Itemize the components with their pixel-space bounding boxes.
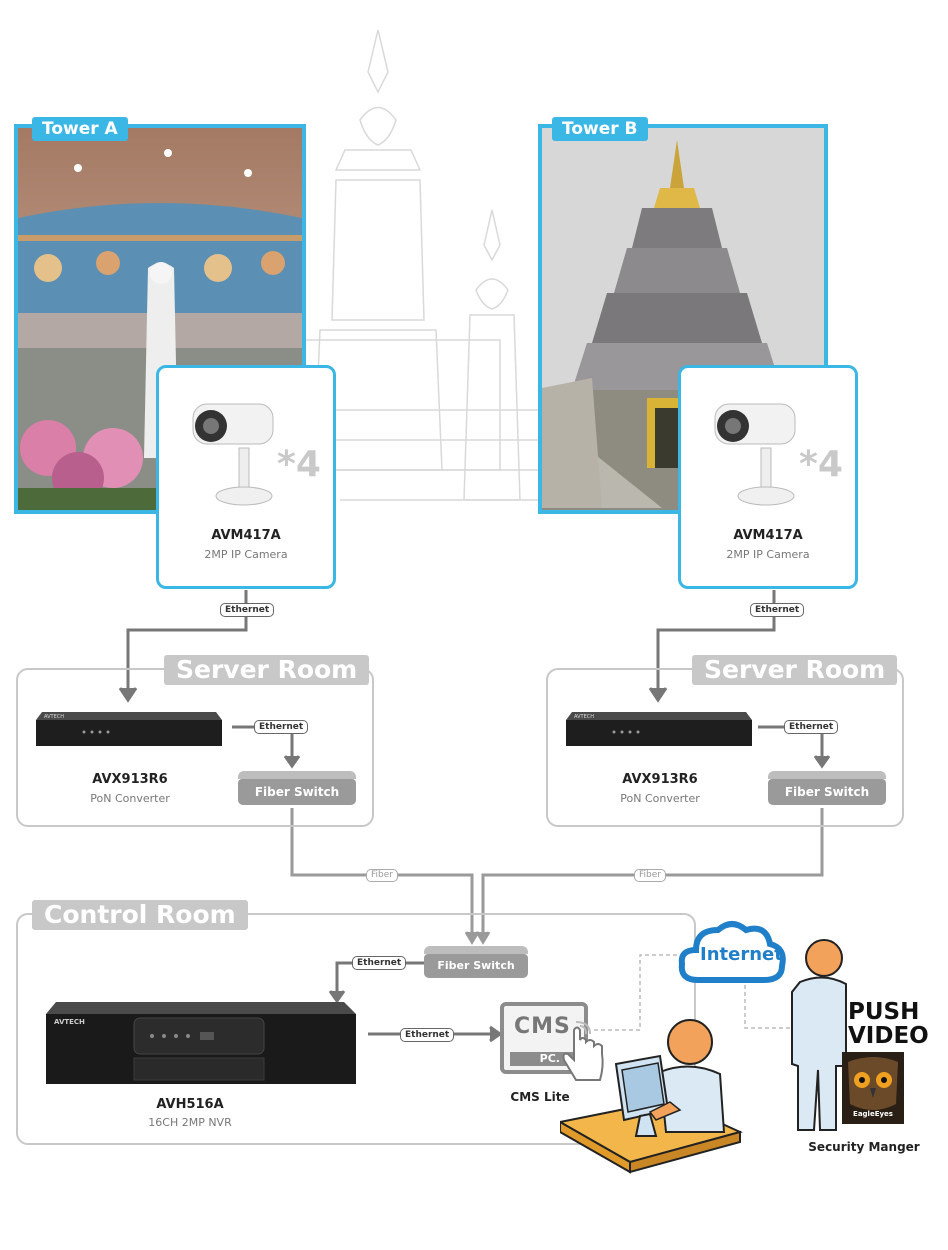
pon-converter-icon: AVTECH [36, 712, 222, 746]
camera-desc: 2MP IP Camera [204, 548, 288, 561]
fiber-switch-label: Fiber Switch [768, 779, 886, 805]
eagleeyes-label: EagleEyes [853, 1110, 893, 1118]
ip-camera-icon [192, 403, 274, 506]
owl-icon [842, 1052, 904, 1124]
ethernet-label: Ethernet [352, 956, 407, 970]
converter-model: AVX913R6 [92, 772, 168, 787]
cms-label: CMS Lite [510, 1090, 570, 1104]
nvr-icon: AVTECH [46, 1002, 356, 1084]
converter-model: AVX913R6 [622, 772, 698, 787]
internet-label: Internet [700, 944, 783, 965]
video-label: VIDEO [848, 1023, 929, 1049]
ethernet-label: Ethernet [750, 603, 805, 617]
camera-model: AVM417A [211, 528, 281, 543]
cloud-icon [678, 921, 786, 983]
converter-desc: PoN Converter [90, 792, 170, 805]
control-room-title: Control Room [32, 900, 248, 930]
ethernet-label: Ethernet [400, 1028, 455, 1042]
hand-cursor-icon [562, 1021, 604, 1081]
tower-b-tag: Tower B [552, 117, 648, 141]
camera-card-b[interactable]: *4 AVM417A 2MP IP Camera [678, 365, 858, 589]
fiber-switch-label: Fiber Switch [238, 779, 356, 805]
security-manager-label: Security Manger [808, 1140, 920, 1154]
camera-quantity: *4 [799, 444, 843, 485]
camera-card-a[interactable]: *4 AVM417A 2MP IP Camera [156, 365, 336, 589]
camera-desc: 2MP IP Camera [726, 548, 810, 561]
fiber-label: Fiber [634, 869, 666, 882]
security-manager-figure [791, 939, 847, 1131]
nvr-model: AVH516A [156, 1097, 224, 1112]
fiber-switch-label: Fiber Switch [424, 954, 528, 978]
fiber-switch-a[interactable]: Fiber Switch [238, 771, 356, 805]
converter-brand: AVTECH [44, 714, 64, 720]
ethernet-label: Ethernet [254, 720, 309, 734]
converter-brand: AVTECH [574, 714, 594, 720]
eagleeyes-app-image: EagleEyes [842, 1052, 904, 1124]
fiber-label: Fiber [366, 869, 398, 882]
fiber-switch-top [238, 771, 356, 779]
camera-quantity: *4 [277, 444, 321, 485]
fiber-switch-top [768, 771, 886, 779]
camera-model: AVM417A [733, 528, 803, 543]
push-label: PUSH [848, 999, 920, 1025]
fiber-switch-top [424, 946, 528, 954]
operator-illustration [560, 1019, 743, 1174]
fiber-switch-b[interactable]: Fiber Switch [768, 771, 886, 805]
nvr-brand: AVTECH [54, 1018, 85, 1026]
fiber-switch-control[interactable]: Fiber Switch [424, 946, 528, 978]
server-room-b-title: Server Room [692, 655, 898, 685]
converter-desc: PoN Converter [620, 792, 700, 805]
cms-screen-text: CMS [514, 1014, 571, 1039]
ethernet-label: Ethernet [220, 603, 275, 617]
cms-pc-text: PC. [510, 1052, 578, 1066]
ethernet-label: Ethernet [784, 720, 839, 734]
server-room-a-title: Server Room [164, 655, 370, 685]
internet-lines [594, 954, 795, 1031]
ip-camera-icon [714, 403, 796, 506]
pon-converter-icon: AVTECH [566, 712, 752, 746]
nvr-desc: 16CH 2MP NVR [148, 1116, 232, 1129]
stupa-outline [299, 29, 540, 501]
tower-a-tag: Tower A [32, 117, 128, 141]
